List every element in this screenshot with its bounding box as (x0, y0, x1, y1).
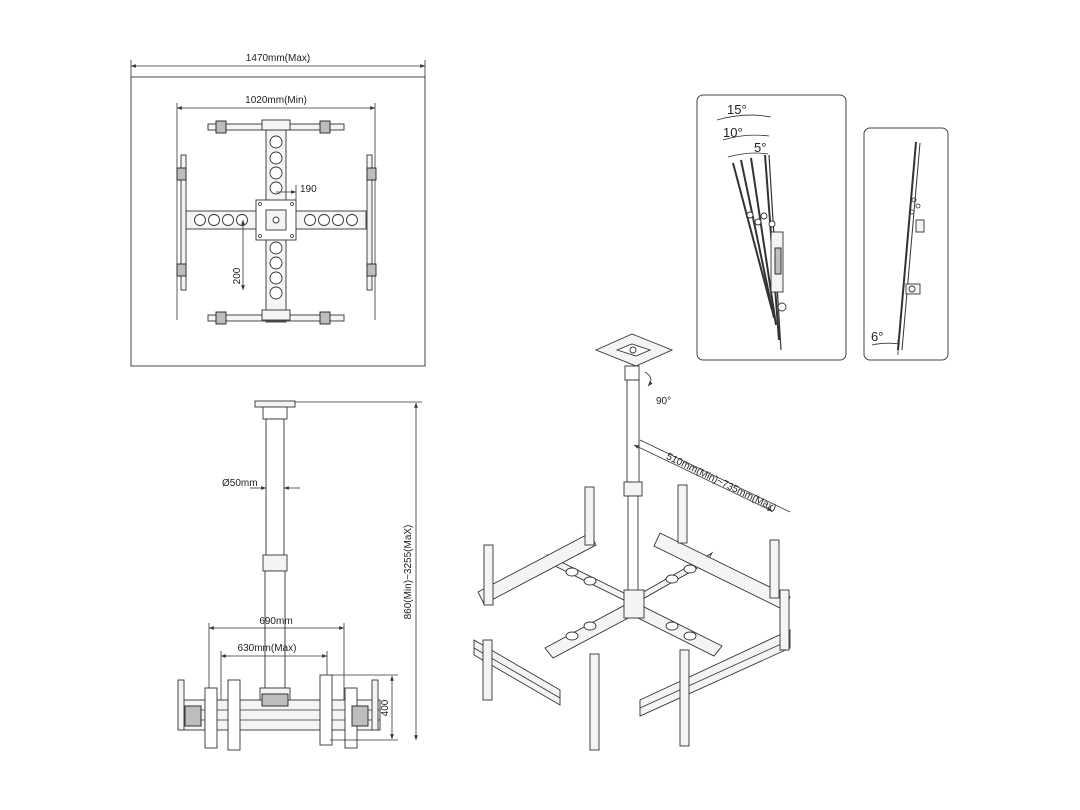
top-view-panel: 1470mm(Max) 1020mm(Min) (130, 53, 426, 367)
front-view: Ø50mm 860(Min)~3255(MaX) 690mm 630mm(Max… (177, 400, 422, 751)
iso-brackets (482, 484, 790, 751)
height-range-label: 860(Min)~3255(MaX) (403, 525, 414, 620)
pole-diameter-label: Ø50mm (222, 478, 258, 489)
angle-6-label: 6° (871, 329, 883, 344)
width-690-label: 690mm (259, 616, 292, 627)
top-view-center-plate (255, 199, 297, 241)
width-630-label: 630mm(Max) (238, 643, 297, 654)
front-view-frame (177, 674, 381, 751)
top-view-rails (176, 119, 377, 325)
dim-190-label: 190 (300, 184, 317, 195)
rotation-label: 90° (656, 396, 671, 407)
angle-15-label: 15° (727, 102, 747, 117)
side-detail-panel: 6° (863, 127, 949, 361)
isometric-view: 90° 510mm(Min)~735mm(Max) (473, 333, 791, 751)
overall-width-label: 1470mm(Max) (246, 53, 310, 64)
tilt-detail-panel: 15° 10° 5° (696, 94, 847, 361)
iso-arms (544, 551, 723, 659)
angle-5-label: 5° (754, 140, 766, 155)
iso-frames (473, 532, 791, 717)
height-400-label: 400 (380, 699, 391, 716)
angle-10-label: 10° (723, 125, 743, 140)
inner-width-label: 1020mm(Min) (245, 95, 307, 106)
dim-200-label: 200 (232, 267, 243, 284)
tilt-plates (732, 154, 787, 351)
